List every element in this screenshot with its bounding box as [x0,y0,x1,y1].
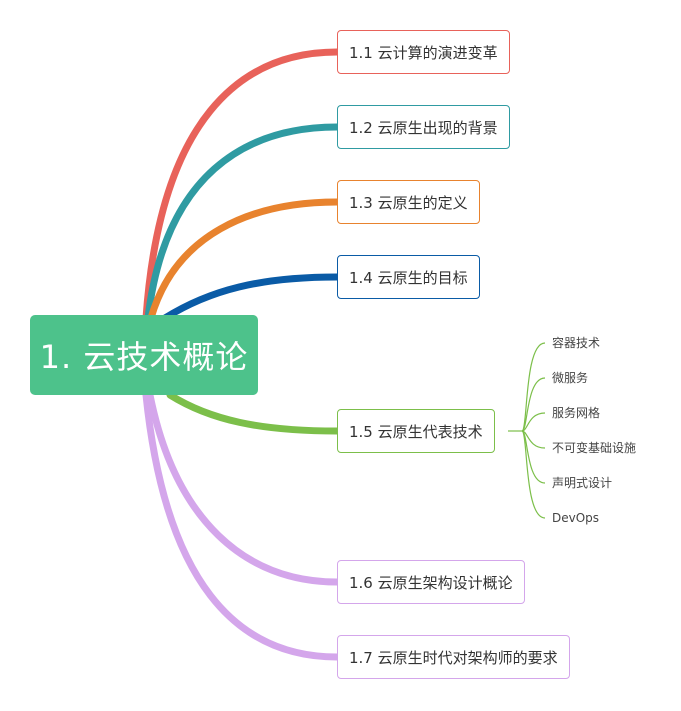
topic-1-4[interactable]: 1.4 云原生的目标 [337,255,480,299]
topic-1-1-label: 1.1 云计算的演进变革 [349,43,498,62]
topic-1-7[interactable]: 1.7 云原生时代对架构师的要求 [337,635,570,679]
subtopic-microservices[interactable]: 微服务 [552,371,589,385]
topic-1-3-label: 1.3 云原生的定义 [349,193,468,212]
branch-1-5-connector [166,391,341,435]
branch-1-6-connector [146,391,341,586]
root-topic[interactable]: 1. 云技术概论 [30,315,258,395]
branch-1-1-connector [142,48,341,322]
sub-connector-2 [521,377,546,432]
branch-1-3-connector [147,198,341,322]
topic-1-5-label: 1.5 云原生代表技术 [349,422,483,441]
topic-1-5[interactable]: 1.5 云原生代表技术 [337,409,495,453]
sub-connector-6 [521,430,546,519]
branch-1-4-connector [161,273,341,322]
topic-1-3[interactable]: 1.3 云原生的定义 [337,180,480,224]
topic-1-7-label: 1.7 云原生时代对架构师的要求 [349,648,558,667]
branch-1-7-connector [142,391,341,661]
subtopic-container-tech[interactable]: 容器技术 [552,336,601,350]
sub-connector-5 [521,430,546,484]
topic-1-1[interactable]: 1.1 云计算的演进变革 [337,30,510,74]
topic-1-2[interactable]: 1.2 云原生出现的背景 [337,105,510,149]
subtopic-immutable-infrastructure[interactable]: 不可变基础设施 [552,441,637,455]
topic-1-6-label: 1.6 云原生架构设计概论 [349,573,513,592]
subtopic-devops[interactable]: DevOps [552,511,600,525]
root-topic-label: 1. 云技术概论 [39,338,249,376]
subtopic-service-mesh[interactable]: 服务网格 [552,406,601,420]
topic-1-4-label: 1.4 云原生的目标 [349,268,468,287]
topic-1-2-label: 1.2 云原生出现的背景 [349,118,498,137]
topic-1-6[interactable]: 1.6 云原生架构设计概论 [337,560,525,604]
sub-connector-3 [521,412,546,432]
branch-1-2-connector [144,123,341,322]
subtopic-declarative-design[interactable]: 声明式设计 [552,476,613,490]
